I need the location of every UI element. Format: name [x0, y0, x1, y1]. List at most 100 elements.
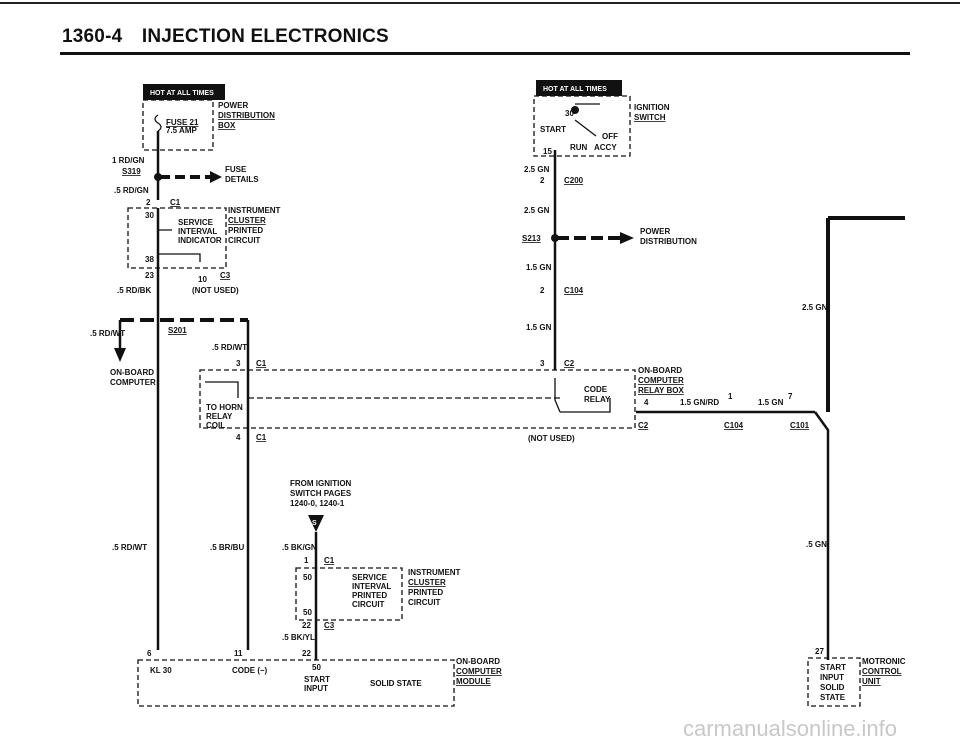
ic2-pin-50: 50 — [303, 573, 312, 582]
page-title: INJECTION ELECTRONICS — [141, 26, 389, 47]
pin-22: 22 — [302, 649, 311, 658]
wire-label-5gn: .5 GN — [806, 540, 827, 549]
ic2-pin-50b: 50 — [303, 608, 312, 617]
code-relay-1: CODE — [584, 385, 608, 394]
wire-label-5rdwt-c: .5 RD/WT — [112, 543, 147, 552]
cluster-internal — [158, 229, 201, 262]
pin-1-c104: 1 — [728, 392, 733, 401]
pin-2-c200: 2 — [540, 176, 545, 185]
ign-off: OFF — [602, 132, 618, 141]
ic2-printed: PRINTED — [352, 591, 387, 600]
ic2-service: SERVICE — [352, 573, 388, 582]
wire-label-15gnrd: 1.5 GN/RD — [680, 398, 719, 407]
pin-3-left: 3 — [236, 359, 241, 368]
ic-title-4: CIRCUIT — [228, 236, 261, 245]
mot-title-1: MOTRONIC — [862, 657, 906, 666]
fuse-details-1: FUSE — [225, 165, 247, 174]
mot-title-3: UNIT — [862, 677, 881, 686]
obc-title-3: MODULE — [456, 677, 491, 686]
pin-23: 23 — [145, 271, 154, 280]
horn-relay-link — [205, 381, 239, 398]
from-ign-2: SWITCH PAGES — [290, 489, 352, 498]
obc-module — [137, 659, 455, 707]
pin-3-c2: 3 — [540, 359, 545, 368]
not-used-a: (NOT USED) — [192, 286, 239, 295]
wire-label-15gn-c: 1.5 GN — [758, 398, 784, 407]
coil-label: COIL — [206, 421, 225, 430]
connector-c3-a: C3 — [220, 271, 231, 280]
ic-pin-38: 38 — [145, 255, 154, 264]
obc-kl30: KL 30 — [150, 666, 172, 675]
mot-start: START — [820, 663, 846, 672]
ign-run: RUN — [570, 143, 588, 152]
hot-badge-left-text: HOT AT ALL TIMES — [150, 90, 214, 97]
fuse-label: FUSE 21 — [166, 118, 199, 127]
ign-accy: ACCY — [594, 143, 617, 152]
ign-start: START — [540, 125, 566, 134]
wire-label-5brbu: .5 BR/BU — [210, 543, 244, 552]
arrow-head-power — [620, 232, 634, 244]
pdb-title-2: DISTRIBUTION — [218, 111, 275, 120]
ic-title-1: INSTRUMENT — [228, 206, 281, 215]
pin-4-right: 4 — [644, 398, 649, 407]
ic-title-2: CLUSTER — [228, 216, 266, 225]
watermark: carmanualsonline.info — [683, 716, 898, 741]
ic-title-3: PRINTED — [228, 226, 263, 235]
wire-label-25gn-b: 2.5 GN — [524, 206, 550, 215]
hot-badge-right-text: HOT AT ALL TIMES — [543, 86, 607, 93]
connector-c200: C200 — [564, 176, 584, 185]
ignition-switch-contacts — [574, 103, 600, 137]
obc-code: CODE (–) — [232, 666, 267, 675]
header-rule — [60, 52, 910, 55]
connector-c1-c: C1 — [256, 433, 267, 442]
ign-15: 15 — [543, 147, 552, 156]
splice-label-s201: S201 — [168, 326, 187, 335]
obc-title-1: ON-BOARD — [456, 657, 500, 666]
obc-input: INPUT — [304, 684, 328, 693]
connector-c3-b: C3 — [324, 621, 335, 630]
pin-6: 6 — [147, 649, 152, 658]
connector-c104-b: C104 — [724, 421, 744, 430]
ign-title-2: SWITCH — [634, 113, 666, 122]
relay-label: RELAY — [206, 412, 233, 421]
connector-c1-d: C1 — [324, 556, 335, 565]
obc-label-1: ON-BOARD — [110, 368, 154, 377]
wire-label-25gn-a: 2.5 GN — [524, 165, 550, 174]
wire-label-5bkgn: .5 BK/GN — [282, 543, 317, 552]
pin-2-c104: 2 — [540, 286, 545, 295]
wire-label-15gn-b: 1.5 GN — [526, 323, 552, 332]
pin-11: 11 — [234, 649, 243, 658]
wire-gn-vertical-lower — [813, 411, 830, 660]
ign-30: 30 — [565, 109, 574, 118]
ignition-switch-box — [533, 95, 631, 157]
ignition-pivot — [571, 106, 579, 114]
from-ign-3: 1240-0, 1240-1 — [290, 499, 345, 508]
page-header: 1360-4 INJECTION ELECTRONICS — [62, 26, 389, 48]
mot-state: STATE — [820, 693, 846, 702]
from-ign-1: FROM IGNITION — [290, 479, 352, 488]
pin-7: 7 — [788, 392, 793, 401]
wire-label-5rdbk: .5 RD/BK — [117, 286, 151, 295]
instrument-cluster-bottom — [295, 567, 403, 621]
power-distribution-box — [142, 99, 214, 151]
connector-c2-a: C2 — [564, 359, 575, 368]
pdb-title-3: BOX — [218, 121, 236, 130]
ic-indicator: INDICATOR — [178, 236, 222, 245]
arrow-head-fuse — [210, 171, 222, 183]
instrument-cluster-top — [127, 207, 227, 269]
code-relay-2: RELAY — [584, 395, 611, 404]
ic2-title-4: CIRCUIT — [408, 598, 441, 607]
not-used-b: (NOT USED) — [528, 434, 575, 443]
power-dist-r2: DISTRIBUTION — [640, 237, 697, 246]
wire-label-25gn-c: 2.5 GN — [802, 303, 828, 312]
ic2-title-1: INSTRUMENT — [408, 568, 461, 577]
ic2-circuit: CIRCUIT — [352, 600, 385, 609]
wire-label-15gn-a: 1.5 GN — [526, 263, 552, 272]
pin-27: 27 — [815, 647, 824, 656]
top-rule — [0, 2, 960, 4]
s-marker-icon — [308, 515, 324, 532]
fuse-details-2: DETAILS — [225, 175, 259, 184]
mot-solid: SOLID — [820, 683, 845, 692]
splice-label-s319: S319 — [122, 167, 141, 176]
